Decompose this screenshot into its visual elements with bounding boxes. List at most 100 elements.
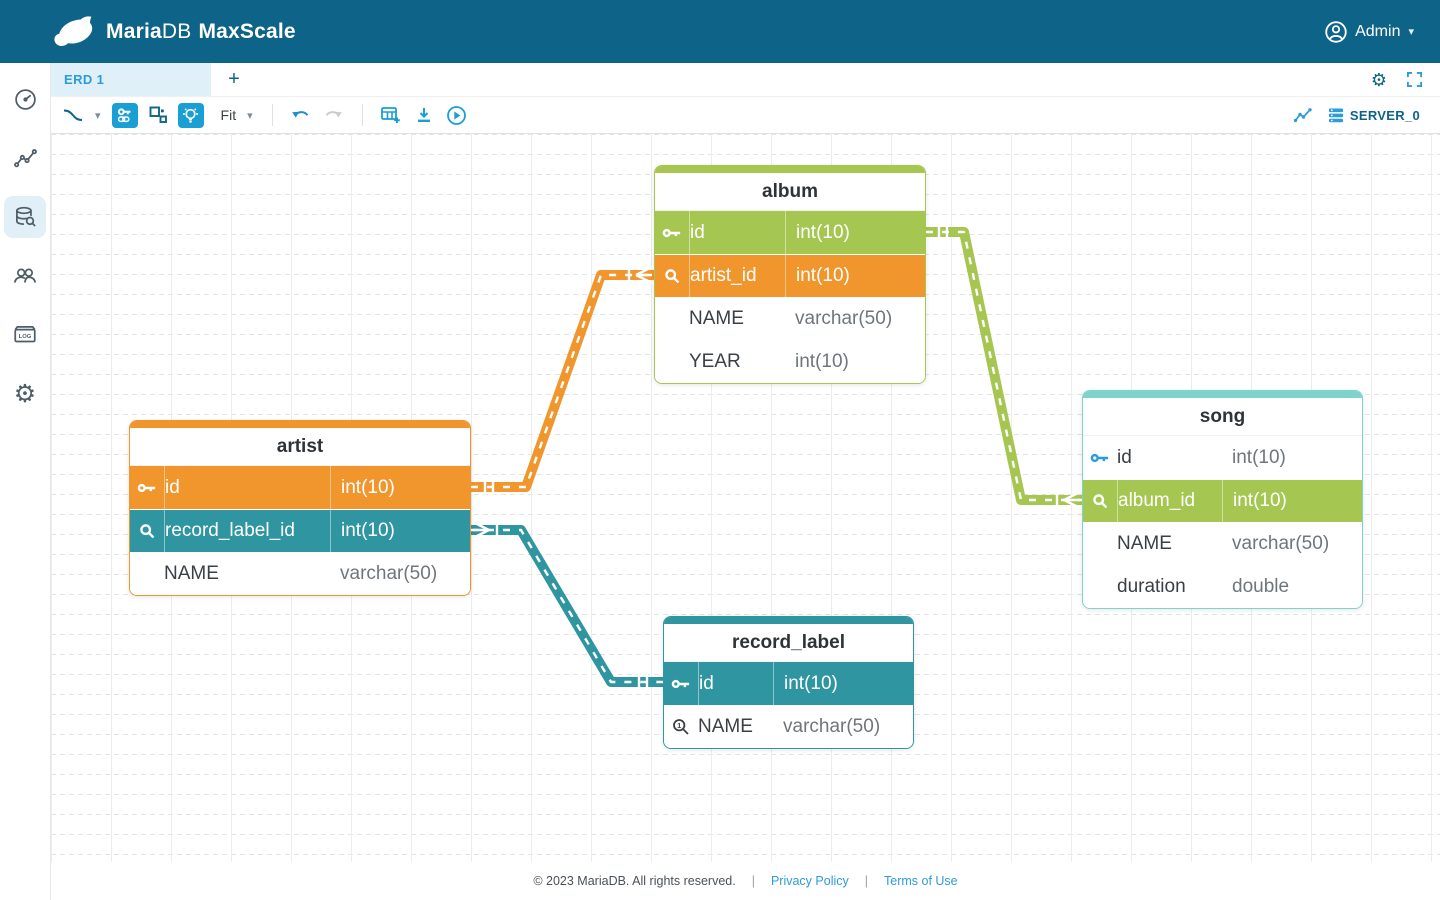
no-icon bbox=[1083, 566, 1117, 608]
no-icon bbox=[130, 553, 164, 595]
add-tab-button[interactable]: + bbox=[211, 63, 257, 96]
no-icon bbox=[655, 341, 689, 383]
export-icon bbox=[417, 108, 430, 122]
zoom-select-value[interactable]: Fit bbox=[220, 107, 237, 123]
undo-icon bbox=[292, 110, 309, 118]
svg-text:1: 1 bbox=[677, 720, 681, 729]
column-name: album_id bbox=[1117, 480, 1222, 522]
table-row: id int(10) bbox=[130, 466, 470, 509]
app-footer: © 2023 MariaDB. All rights reserved. | P… bbox=[51, 862, 1440, 899]
export-button[interactable] bbox=[411, 102, 437, 128]
table-accent-bar bbox=[130, 421, 470, 428]
table-accent-bar bbox=[1083, 391, 1362, 398]
fullscreen-icon[interactable] bbox=[1406, 71, 1423, 88]
add-tab-icon: + bbox=[228, 68, 240, 90]
table-row: record_label_id int(10) bbox=[130, 509, 470, 552]
column-type: int(10) bbox=[1222, 480, 1362, 522]
sidebar-nav: LOG ⚙ bbox=[0, 63, 51, 900]
table-title: artist bbox=[130, 428, 470, 466]
column-type: double bbox=[1232, 576, 1290, 597]
unique-index-icon: 1 bbox=[664, 706, 698, 748]
settings-icon: ⚙ bbox=[13, 379, 37, 408]
table-title: record_label bbox=[664, 624, 913, 662]
redo-button[interactable] bbox=[321, 102, 347, 128]
terms-of-use-link[interactable]: Terms of Use bbox=[884, 873, 958, 888]
index-icon bbox=[1083, 480, 1117, 522]
gear-icon[interactable]: ⚙ bbox=[1370, 69, 1387, 90]
user-icon bbox=[1325, 20, 1347, 43]
brand-maria: Maria bbox=[106, 19, 162, 43]
tab-erd-1[interactable]: ERD 1 bbox=[51, 63, 211, 96]
column-name: duration bbox=[1117, 576, 1186, 597]
toolbar-divider bbox=[361, 104, 363, 126]
relationship-recordlabel-artist[interactable] bbox=[471, 520, 663, 690]
server-name-label: SERVER_0 bbox=[1349, 107, 1420, 123]
auto-arrange-icon bbox=[149, 106, 167, 123]
index-icon bbox=[655, 255, 689, 297]
brand-product: MaxScale bbox=[198, 19, 296, 43]
erd-toolbar: ▾ Fit ▾ bbox=[51, 97, 1440, 134]
column-type: varchar(50) bbox=[340, 563, 438, 584]
column-type: int(10) bbox=[773, 662, 913, 705]
visualize-icon[interactable] bbox=[1293, 107, 1313, 124]
privacy-policy-link[interactable]: Privacy Policy bbox=[770, 873, 849, 888]
column-type: int(10) bbox=[785, 255, 925, 297]
column-name: NAME bbox=[1117, 533, 1172, 554]
column-name: NAME bbox=[164, 563, 219, 584]
table-row: 1 NAME varchar(50) bbox=[664, 705, 913, 748]
highlight-icon bbox=[183, 107, 199, 123]
column-name: NAME bbox=[698, 716, 753, 737]
column-name: id bbox=[164, 466, 330, 509]
undo-button[interactable] bbox=[288, 102, 314, 128]
main-area: ERD 1 + ⚙ ▾ bbox=[51, 63, 1440, 900]
primary-key-icon bbox=[1083, 436, 1117, 479]
apply-script-button[interactable] bbox=[444, 102, 470, 128]
erd-table-record-label[interactable]: record_label id int(10) 1 NAME varchar(5… bbox=[663, 616, 914, 749]
index-icon bbox=[130, 510, 164, 552]
create-table-icon bbox=[381, 107, 400, 123]
sidebar-item-query-editor[interactable] bbox=[4, 196, 46, 238]
relationship-links bbox=[471, 224, 1082, 690]
column-type: int(10) bbox=[330, 466, 470, 509]
erd-table-artist[interactable]: artist id int(10) record_label_id int(10… bbox=[129, 420, 471, 596]
worksheet-tabbar: ERD 1 + ⚙ bbox=[51, 63, 1440, 97]
column-name: artist_id bbox=[689, 255, 785, 297]
table-row: NAME varchar(50) bbox=[1083, 522, 1362, 565]
column-type: int(10) bbox=[785, 211, 925, 254]
erd-table-song[interactable]: song id int(10) album_id int(10) NAME va… bbox=[1082, 390, 1363, 609]
highlight-toggle-button[interactable] bbox=[177, 102, 204, 128]
auto-arrange-button[interactable] bbox=[145, 102, 171, 128]
cardinality-markers bbox=[483, 265, 653, 495]
link-shape-button[interactable] bbox=[62, 102, 88, 128]
active-server[interactable]: SERVER_0 bbox=[1328, 107, 1420, 124]
admin-menu[interactable]: Admin ▾ bbox=[1325, 20, 1414, 43]
sidebar-item-settings[interactable]: ⚙ bbox=[4, 373, 46, 415]
table-title: album bbox=[655, 173, 925, 211]
erd-table-album[interactable]: album id int(10) artist_id int(10) NAME … bbox=[654, 165, 926, 384]
sidebar-item-logs[interactable]: LOG bbox=[4, 314, 46, 356]
column-name: id bbox=[1117, 446, 1132, 468]
sidebar-item-visualization[interactable] bbox=[4, 137, 46, 179]
table-accent-bar bbox=[664, 617, 913, 624]
column-name: YEAR bbox=[689, 351, 741, 372]
chevron-down-icon[interactable]: ▾ bbox=[95, 109, 101, 122]
table-row: NAME varchar(50) bbox=[655, 297, 925, 340]
table-row: duration double bbox=[1083, 565, 1362, 608]
sidebar-item-users[interactable] bbox=[4, 255, 46, 297]
relationship-toggle-button[interactable] bbox=[111, 102, 138, 128]
relationship-album-song[interactable] bbox=[926, 224, 1082, 510]
chevron-down-icon[interactable]: ▾ bbox=[247, 109, 253, 122]
relationship-artist-album[interactable] bbox=[471, 265, 654, 495]
svg-text:LOG: LOG bbox=[19, 334, 32, 340]
column-name: id bbox=[698, 662, 773, 705]
create-table-button[interactable] bbox=[378, 102, 404, 128]
column-type: int(10) bbox=[1232, 446, 1286, 468]
server-icon bbox=[1328, 108, 1343, 122]
relationship-key-icon bbox=[117, 108, 131, 123]
erd-canvas[interactable]: album id int(10) artist_id int(10) NAME … bbox=[51, 134, 1440, 862]
sidebar-item-dashboard[interactable] bbox=[4, 78, 46, 120]
table-accent-bar bbox=[655, 166, 925, 173]
